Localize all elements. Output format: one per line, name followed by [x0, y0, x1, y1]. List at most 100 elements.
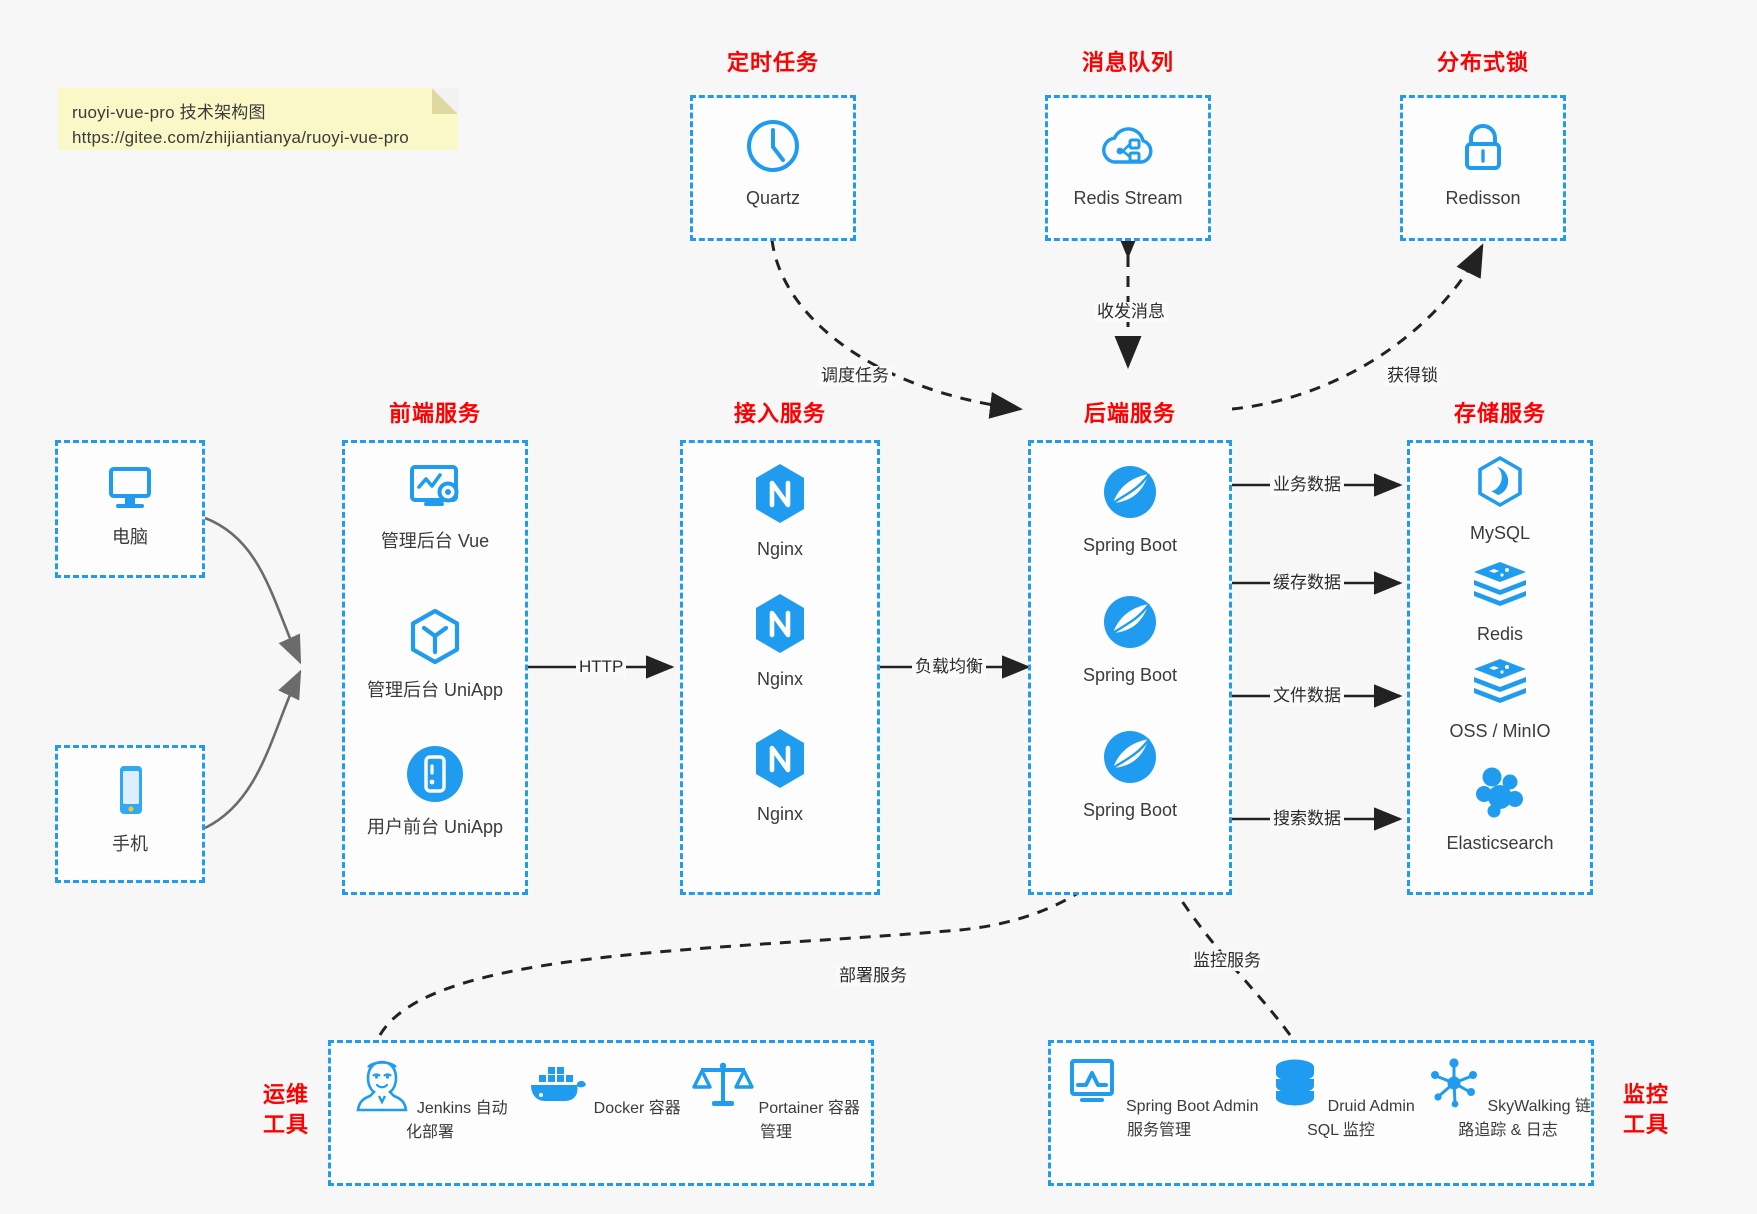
node-sublabel: 容器 [648, 1100, 681, 1117]
node-label: Redis Stream [1073, 188, 1183, 208]
node-redisson[interactable]: Redisson [1403, 118, 1563, 210]
node-label: Nginx [756, 669, 804, 689]
node-druid-admin[interactable]: Druid Admin SQL 监控 [1261, 1055, 1421, 1140]
node-sublabel: 链路追踪 & 日志 [1458, 1098, 1591, 1139]
node-springboot-3[interactable]: Spring Boot [1031, 726, 1229, 822]
node-sublabel: 自动化部署 [405, 1100, 508, 1141]
node-label: 手机 [112, 834, 148, 854]
node-docker[interactable]: Docker 容器 [517, 1055, 687, 1118]
node-label: Spring Boot [1082, 535, 1178, 555]
node-label: Docker [593, 1100, 645, 1117]
note-url: https://gitee.com/zhijiantianya/ruoyi-vu… [72, 128, 409, 147]
edge-label-deploy-service: 部署服务 [836, 966, 910, 986]
group-title-backend: 后端服务 [1083, 401, 1176, 426]
node-label: Redis [1476, 624, 1524, 644]
node-oss-minio[interactable]: OSS / MinIO [1410, 655, 1590, 743]
edge-label-monitor-service: 监控服务 [1190, 951, 1264, 971]
node-label: Nginx [756, 539, 804, 559]
node-spring-boot-admin[interactable]: Spring Boot Admin 服务管理 [1059, 1055, 1259, 1140]
node-user-uniapp[interactable]: 用户前台 UniApp [345, 743, 525, 839]
node-label: Jenkins [416, 1100, 472, 1117]
edge-label-schedule-task: 调度任务 [818, 366, 892, 386]
dashboard-gear-icon [345, 461, 525, 524]
edge-label-http: HTTP [576, 657, 627, 677]
node-label: Spring Boot [1082, 800, 1178, 820]
redis-stack-icon [1410, 558, 1590, 617]
group-title-devops-line1: 运维 [262, 1082, 309, 1107]
mobile-app-circle-icon [345, 743, 525, 810]
docker-whale-icon [523, 1067, 593, 1117]
node-nginx-1[interactable]: Nginx [683, 461, 877, 561]
portainer-scales-icon [692, 1062, 758, 1117]
database-cylinder-icon [1267, 1059, 1327, 1115]
node-sublabel: 服务管理 [1126, 1122, 1191, 1139]
node-redis-stream[interactable]: Redis Stream [1048, 118, 1208, 210]
group-box-lock: Redisson [1400, 95, 1566, 241]
group-title-frontend: 前端服务 [388, 401, 481, 426]
group-box-storage: MySQL Redis [1407, 440, 1593, 895]
uniapp-hexagon-icon [345, 606, 525, 673]
node-nginx-2[interactable]: Nginx [683, 591, 877, 691]
smartphone-icon [58, 762, 202, 827]
node-springboot-2[interactable]: Spring Boot [1031, 591, 1229, 687]
node-sublabel: 容器管理 [759, 1100, 860, 1141]
edge-label-cache-data: 缓存数据 [1270, 573, 1344, 593]
group-title-monitor-line1: 监控 [1622, 1082, 1669, 1107]
node-quartz[interactable]: Quartz [693, 116, 853, 210]
edge-label-acquire-lock: 获得锁 [1384, 366, 1441, 386]
group-title-scheduler: 定时任务 [726, 50, 819, 75]
node-mysql[interactable]: MySQL [1410, 453, 1590, 545]
edge-label-search-data: 搜索数据 [1270, 809, 1344, 829]
group-title-storage: 存储服务 [1453, 401, 1546, 426]
group-title-devops-line2: 工具 [262, 1112, 309, 1137]
spring-boot-icon [1031, 726, 1229, 793]
node-mobile[interactable]: 手机 [58, 762, 202, 856]
jenkins-butler-icon [352, 1060, 416, 1117]
edge-label-load-balance: 负载均衡 [912, 657, 986, 677]
node-desktop[interactable]: 电脑 [58, 461, 202, 549]
node-label: 用户前台 UniApp [366, 817, 504, 837]
group-title-monitor-line2: 工具 [1622, 1112, 1669, 1137]
node-springboot-1[interactable]: Spring Boot [1031, 461, 1229, 557]
node-elasticsearch[interactable]: Elasticsearch [1410, 763, 1590, 855]
spring-boot-icon [1031, 461, 1229, 528]
node-label: Nginx [756, 804, 804, 824]
group-box-frontend: 管理后台 Vue 管理后台 UniApp 用户前台 UniApp [342, 440, 528, 895]
edge-label-send-receive-message: 收发消息 [1094, 302, 1168, 322]
node-label: Redisson [1445, 188, 1521, 208]
note-fold-corner [432, 88, 458, 114]
node-admin-vue[interactable]: 管理后台 Vue [345, 461, 525, 553]
group-box-devops: Jenkins 自动化部署 Docker 容器 [328, 1040, 874, 1186]
node-redis[interactable]: Redis [1410, 558, 1590, 646]
node-jenkins[interactable]: Jenkins 自动化部署 [345, 1055, 515, 1142]
edge-label-business-data: 业务数据 [1270, 475, 1344, 495]
group-box-monitor: Spring Boot Admin 服务管理 Druid Admin SQL 监… [1048, 1040, 1594, 1186]
node-label: Elasticsearch [1446, 833, 1554, 853]
node-skywalking[interactable]: SkyWalking 链路追踪 & 日志 [1423, 1055, 1593, 1140]
clock-icon [693, 116, 853, 181]
group-box-backend: Spring Boot Spring Boot Spring Boot [1028, 440, 1232, 895]
group-title-monitor: 监控 工具 [1610, 1080, 1682, 1140]
node-label: SkyWalking [1487, 1098, 1571, 1115]
node-label: Quartz [745, 188, 801, 208]
node-label: Portainer [758, 1100, 824, 1117]
node-label: 管理后台 Vue [380, 531, 490, 551]
desktop-monitor-icon [58, 461, 202, 520]
group-title-devops: 运维 工具 [250, 1080, 322, 1140]
node-label: Spring Boot [1082, 665, 1178, 685]
skywalking-nodes-icon [1425, 1058, 1487, 1115]
group-title-lock: 分布式锁 [1436, 50, 1529, 75]
node-label: 电脑 [112, 527, 148, 547]
group-box-mq: Redis Stream [1045, 95, 1211, 241]
edge-label-file-data: 文件数据 [1270, 686, 1344, 706]
node-label: MySQL [1469, 523, 1530, 543]
node-admin-uniapp[interactable]: 管理后台 UniApp [345, 606, 525, 702]
node-portainer[interactable]: Portainer 容器管理 [689, 1055, 863, 1142]
diagram-note: ruoyi-vue-pro 技术架构图 https://gitee.com/zh… [58, 88, 458, 150]
node-nginx-3[interactable]: Nginx [683, 726, 877, 826]
elasticsearch-icon [1410, 763, 1590, 826]
cloud-stream-icon [1048, 118, 1208, 181]
nginx-icon [683, 726, 877, 797]
spring-boot-icon [1031, 591, 1229, 658]
